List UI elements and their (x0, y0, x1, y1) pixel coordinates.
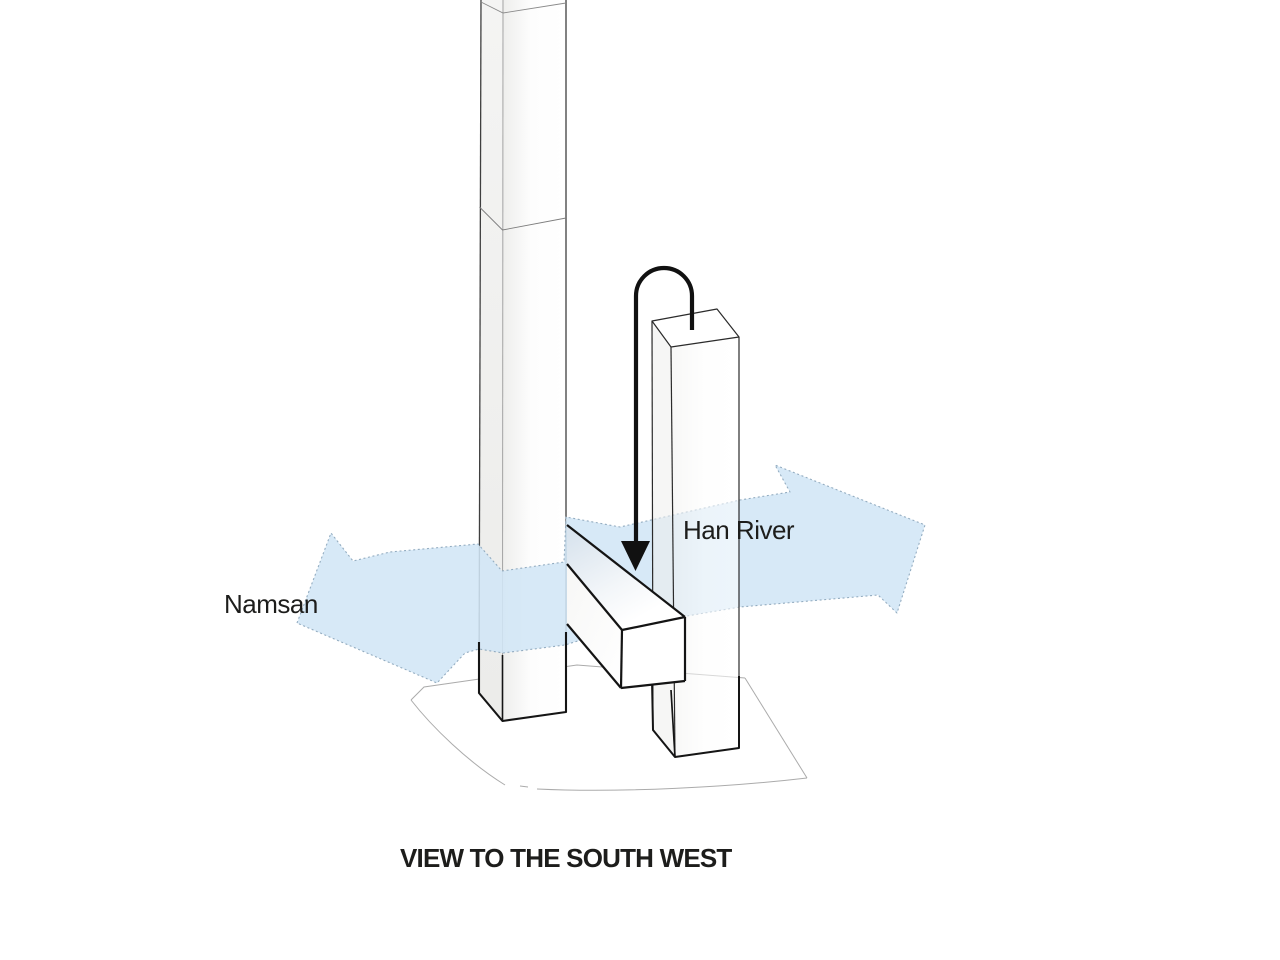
ground-site-outline (410, 664, 808, 791)
ground-right-edge (744, 677, 808, 779)
ground-bottom-edge (536, 777, 808, 791)
bridge-block (566, 524, 687, 690)
bridge-front-face (567, 564, 622, 688)
entry-hook-arrow-icon (621, 265, 695, 571)
ground-bottom-dash (519, 785, 529, 788)
tall-tower-top-segment-line (480, 1, 567, 14)
tall-tower-mid-segment-line (479, 206, 567, 231)
namsan-label: Namsan (224, 589, 318, 619)
short-tower-top-face (652, 309, 739, 347)
tall-tower-base-outline (477, 632, 568, 723)
tall-tower-front-face (502, 0, 566, 721)
bridge-end-face (621, 617, 685, 688)
ground-left-edge (410, 699, 506, 786)
entry-arrow-head (621, 541, 650, 571)
short-tower-base-outline (651, 676, 740, 758)
short-tower-front-face (671, 337, 739, 757)
han-river-label: Han River (683, 515, 795, 545)
bridge-top-face (567, 525, 685, 630)
view-caption: VIEW TO THE SOUTH WEST (400, 843, 732, 873)
tall-tower-left-face (479, 0, 503, 721)
